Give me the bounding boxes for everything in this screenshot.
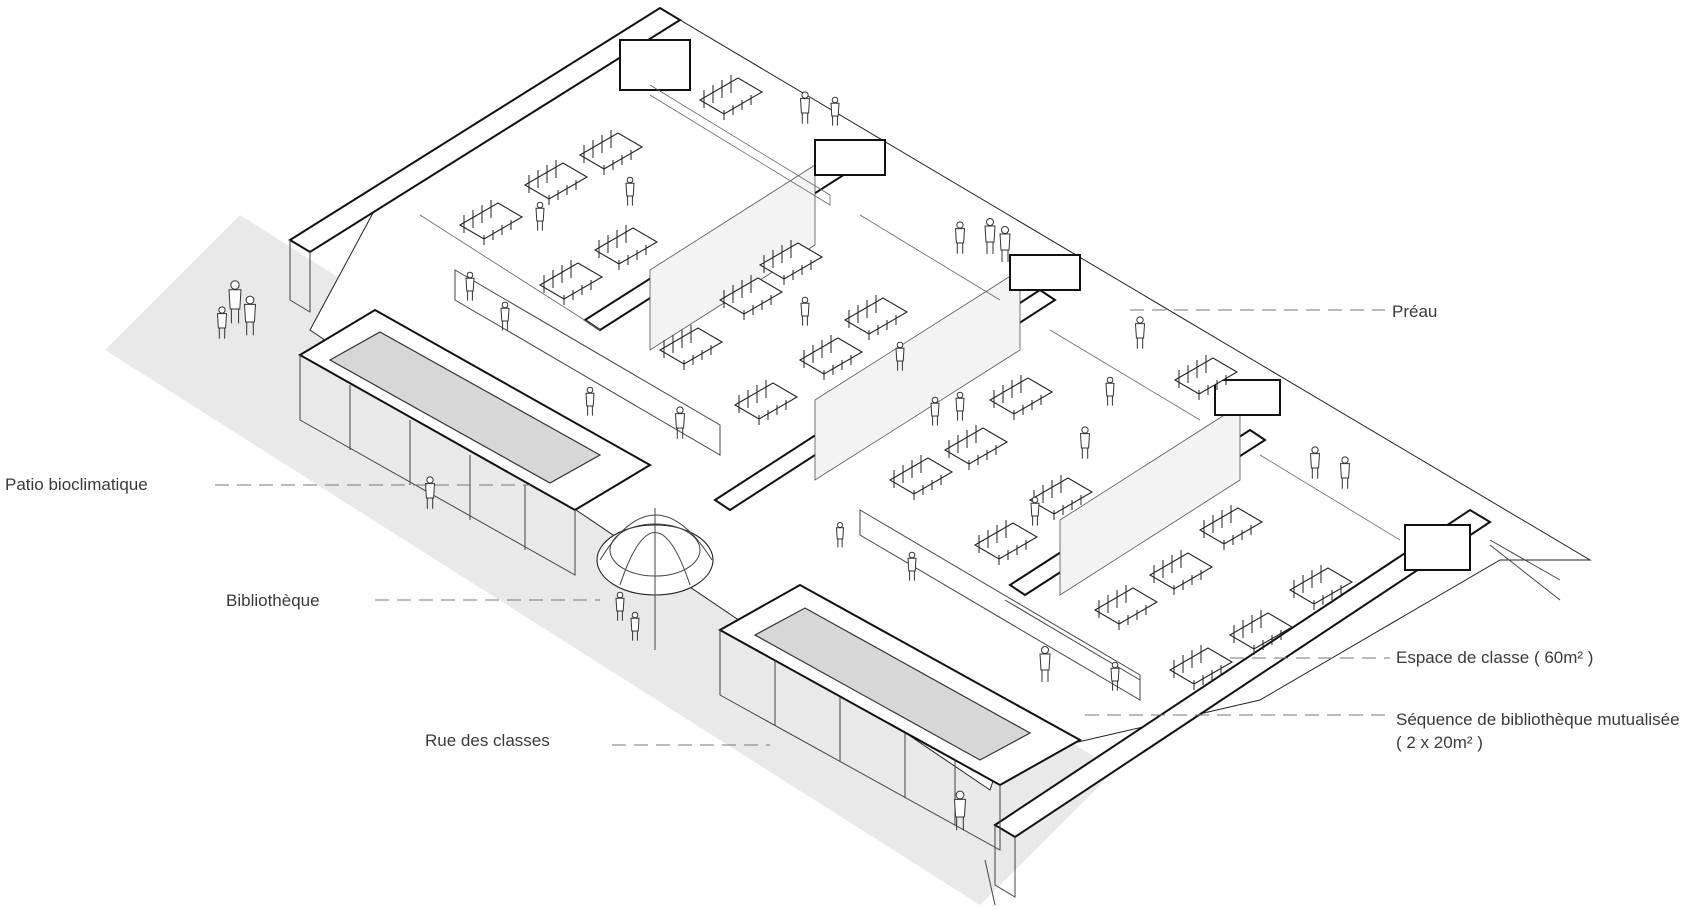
desk-group [1168,645,1234,690]
person-figure [674,406,686,439]
person-figure [615,591,625,621]
person-figure [1039,646,1051,682]
label-rue-des-classes: Rue des classes [425,731,550,750]
person-figure [955,391,965,421]
person-figure [999,226,1011,262]
desk-group [538,260,604,305]
label-espace-de-classe: Espace de classe ( 60m² ) [1396,648,1594,667]
library-dome [596,508,714,650]
person-figure [954,221,966,254]
desk-group [943,425,1009,470]
person-figure [243,295,257,336]
label-preau: Préau [1392,302,1438,321]
person-figure [953,790,967,831]
person-figure [1309,446,1321,479]
person-figure [984,218,996,254]
desk-group [1198,505,1264,550]
desk-group [988,375,1054,420]
desk-group [578,130,644,175]
person-figure [585,386,595,416]
label-sequence-surface: ( 2 x 20m² ) [1396,733,1483,752]
desk-group [798,335,864,380]
person-figure [625,176,635,206]
desk-group [718,275,784,320]
person-figure [535,201,545,231]
desk-group [1148,550,1214,595]
desk-group [698,75,764,120]
label-patio-bioclimatique: Patio bioclimatique [5,475,148,494]
person-figure [216,306,228,339]
person-figure [930,396,940,426]
patio-1 [298,308,652,576]
bench-shelving [454,269,1141,701]
site-railing [984,539,1561,906]
desk-group [843,295,909,340]
person-figure [228,280,242,324]
desk-group [658,325,724,370]
people-figures [216,91,1351,831]
glazed-facades [419,84,1401,541]
person-figure [895,341,905,371]
person-figure [1105,376,1115,406]
desk-group [523,160,589,205]
person-figure [1110,661,1120,691]
desk-clusters [458,75,1354,690]
desk-group [758,240,824,285]
person-figure [1339,456,1351,489]
person-figure [500,301,510,331]
desk-group [458,200,524,245]
desk-group [1093,585,1159,630]
person-figure [799,91,811,124]
person-figure [424,476,436,509]
person-figure [630,611,640,641]
person-figure [1134,316,1146,349]
label-bibliotheque: Bibliothèque [226,591,320,610]
desk-group [888,455,954,500]
person-figure [1079,426,1091,459]
person-figure [800,296,810,326]
perimeter-walls [288,6,1492,898]
person-figure [835,522,845,548]
desk-group [1288,565,1354,610]
desk-group [733,380,799,425]
person-figure [830,96,840,126]
classroom-partitions [583,139,1281,597]
desk-group [973,520,1039,565]
desk-group [593,225,659,270]
person-figure [465,271,475,301]
person-figure [1030,496,1040,526]
desk-group [1228,610,1294,655]
person-figure [907,551,917,581]
desk-group [1173,355,1239,400]
label-sequence-bibliotheque: Séquence de bibliothèque mutualisée [1396,710,1680,729]
